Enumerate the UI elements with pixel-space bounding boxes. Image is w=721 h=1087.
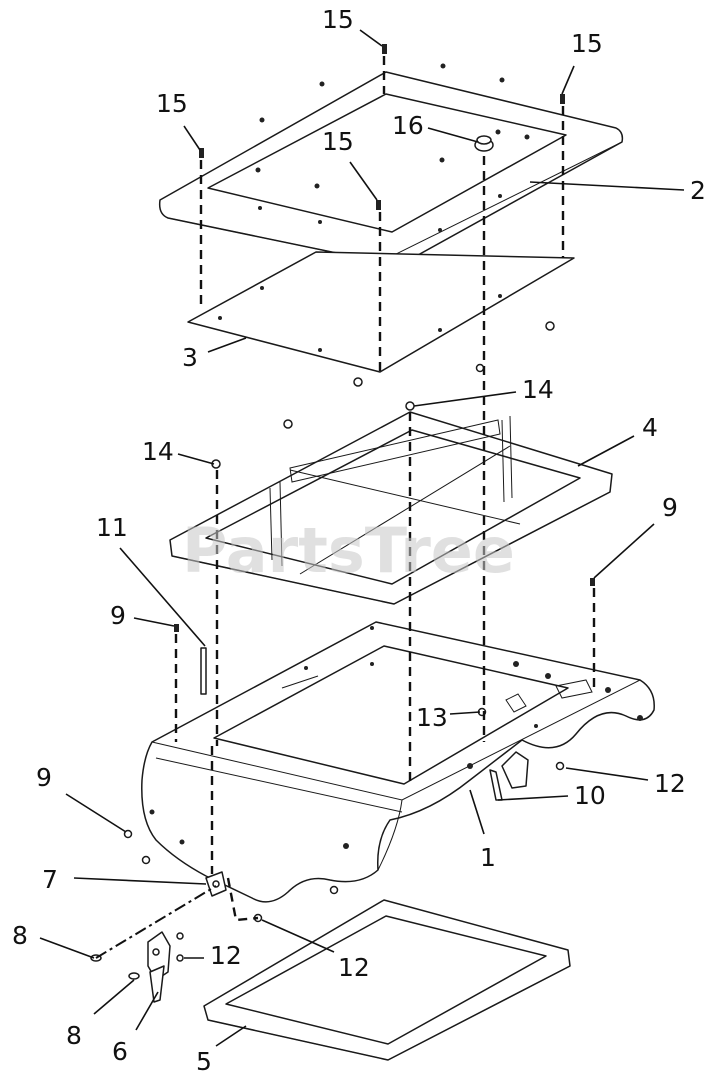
callout-labels: 15 15 15 15 16 2 3 14 14 4 11 9 9 13 12 … (12, 5, 706, 1076)
callout-13: 13 (416, 703, 448, 732)
watermark: PartsTree (182, 514, 515, 587)
callout-6: 6 (112, 1037, 128, 1066)
callout-9-lower: 9 (36, 763, 52, 792)
part-6-latch (147, 931, 184, 1003)
fasteners (90, 44, 595, 980)
callout-12-lower: 12 (210, 941, 242, 970)
part-16-knob (474, 135, 494, 152)
callout-8-upper: 8 (12, 921, 28, 950)
callout-10: 10 (574, 781, 606, 810)
callout-12-bottom: 12 (338, 953, 370, 982)
callout-2: 2 (690, 176, 706, 205)
callout-9-right: 9 (662, 493, 678, 522)
callout-15-top: 15 (322, 5, 354, 34)
callout-12-right: 12 (654, 769, 686, 798)
callout-15-mid: 15 (322, 127, 354, 156)
callout-8-lower: 8 (66, 1021, 82, 1050)
leader-lines (39, 29, 685, 1047)
callout-4: 4 (642, 413, 658, 442)
callout-14-right: 14 (522, 375, 554, 404)
part-4-frame (169, 411, 613, 605)
callout-15-right: 15 (571, 29, 603, 58)
part-11-rod (200, 647, 207, 695)
callout-1: 1 (480, 843, 496, 872)
part-3-plate (187, 251, 575, 387)
part-5-bottom-frame (203, 899, 571, 1061)
callout-14-left: 14 (142, 437, 174, 466)
part-2-seat-pan (158, 63, 624, 278)
callout-3: 3 (182, 343, 198, 372)
callout-5: 5 (196, 1047, 212, 1076)
callout-15-left: 15 (156, 89, 188, 118)
part-1-housing (141, 621, 655, 903)
assembly-lines (95, 56, 596, 959)
callout-7: 7 (42, 865, 58, 894)
callout-9-left: 9 (110, 601, 126, 630)
callout-16: 16 (392, 111, 424, 140)
callout-11: 11 (96, 513, 128, 542)
